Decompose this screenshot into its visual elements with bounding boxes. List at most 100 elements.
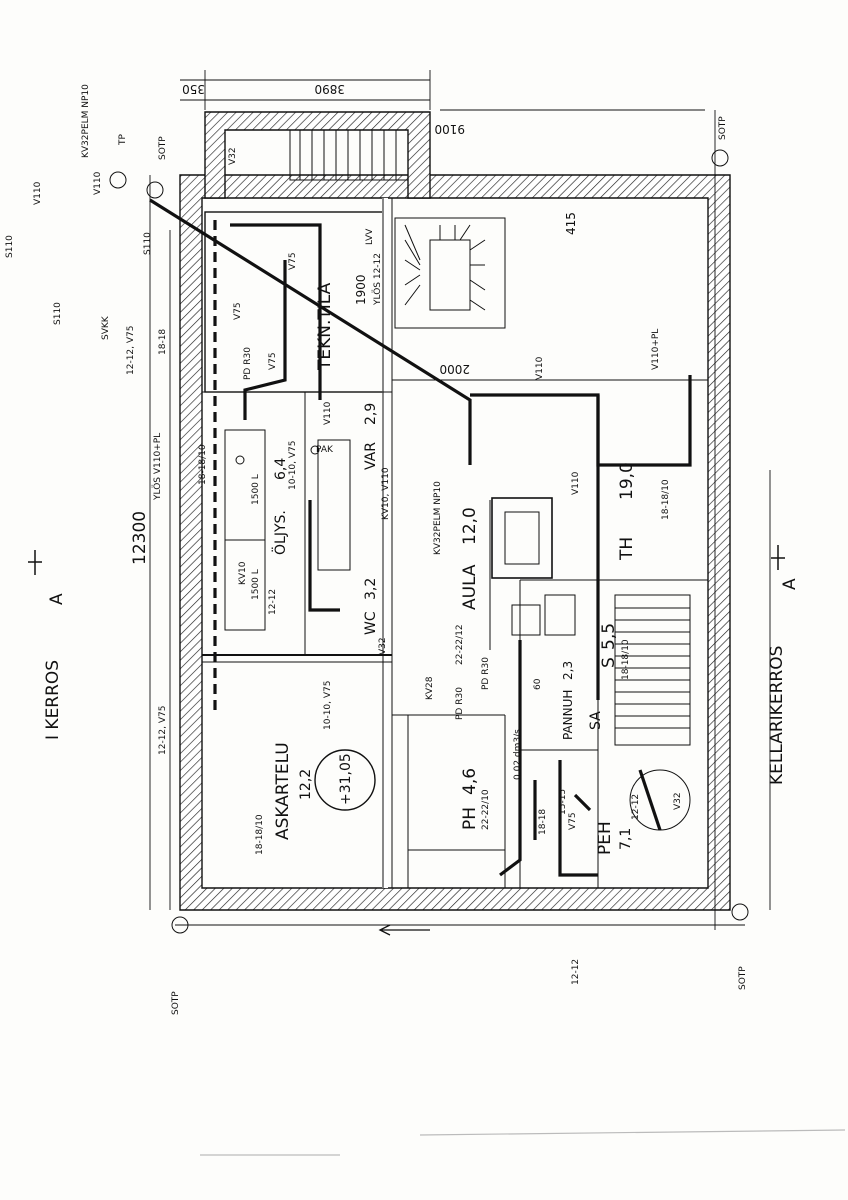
- basement-stair: [614, 594, 691, 746]
- code-v75-b: V75: [233, 302, 243, 320]
- code-v32-c: V32: [673, 792, 683, 810]
- code-sotp-tl: SOTP: [158, 136, 168, 160]
- code-2222-10: 22-22/10: [481, 789, 491, 830]
- code-tp: TP: [118, 134, 128, 146]
- code-v110-pl: V110+PL: [651, 329, 661, 370]
- room-oljys-area: 6,4: [273, 458, 289, 480]
- dim-top-b: 350: [182, 82, 205, 96]
- room-peh-name: PEH: [595, 821, 615, 855]
- room-s-name: S: [599, 657, 619, 668]
- symbols: [109, 149, 749, 934]
- code-1818-b: 18-18: [538, 809, 548, 835]
- room-pannuh-name: PANNUH: [561, 690, 575, 740]
- room-tekn-name: TEKN.TILA: [315, 282, 335, 371]
- room-oljys-name: ÖLJYS.: [271, 510, 289, 555]
- dim-415: 415: [564, 212, 578, 235]
- code-pd-r30-b: PD R30: [481, 657, 491, 690]
- dim-top-a: 3890: [314, 82, 345, 96]
- code-sotp-bl: SOTP: [171, 991, 181, 1015]
- room-aula-area: 12,0: [460, 507, 480, 545]
- tank-2-label: 1500 L: [251, 474, 261, 505]
- room-peh-area: 7,1: [618, 828, 634, 850]
- oil-tanks: [224, 429, 351, 631]
- entrance-block: [204, 111, 431, 199]
- code-kv32pelm-top: KV32PELM NP10: [81, 84, 91, 158]
- code-1212-a: 12-12: [268, 589, 278, 615]
- code-v110-d: V110: [571, 471, 581, 495]
- room-ph-name: PH: [460, 807, 480, 830]
- room-pannuh-area: 2,3: [561, 661, 575, 680]
- code-lvv: LVV: [365, 228, 375, 245]
- code-60: 60: [533, 678, 543, 690]
- room-wc-name: WC: [363, 611, 379, 635]
- code-1010-v75-oljys: 10-10, V75: [288, 441, 298, 490]
- code-1212-b: 12-12: [571, 959, 581, 985]
- fireplace: [491, 497, 576, 636]
- code-svkk: SVKK: [101, 315, 111, 340]
- room-ph-area: 4,6: [460, 768, 480, 795]
- room-aula-name: AULA: [460, 564, 480, 610]
- code-ylos-1212: YLÖS 12-12: [372, 253, 383, 306]
- code-v32-b: V32: [378, 637, 388, 655]
- code-v75-c: V75: [268, 352, 278, 370]
- code-v75-a: V75: [288, 252, 298, 270]
- section-marker-right: A: [780, 578, 800, 590]
- room-askartelu-area: 12,2: [298, 769, 314, 800]
- room-var-area: 2,9: [363, 403, 379, 425]
- code-1818-a: 18-18: [158, 329, 168, 355]
- code-pd-r30-c: PD R30: [455, 687, 465, 720]
- code-1818-10-a: 18-18/10: [255, 814, 265, 855]
- floor-label-left: I KERROS: [43, 660, 63, 740]
- room-var-name: VAR: [363, 442, 379, 470]
- code-2222-12: 22-22/12: [455, 624, 465, 665]
- code-kv32pelm-aula: KV32PELM NP10: [433, 481, 443, 555]
- code-pak: PAK: [316, 445, 334, 455]
- tank-1-label: 1500 L: [251, 569, 261, 600]
- code-1212-v75-a: 12-12, V75: [126, 326, 136, 375]
- room-th-area: 19,0: [617, 462, 637, 500]
- room-s-area: 5,5: [599, 623, 619, 650]
- code-kv28: KV28: [425, 676, 435, 700]
- code-v32-a: V32: [228, 147, 238, 165]
- room-askartelu-name: ASKARTELU: [273, 742, 293, 840]
- section-arrows: [28, 545, 785, 936]
- code-pd-r30-a: PD R30: [243, 347, 253, 380]
- code-s110-b: S110: [143, 232, 153, 255]
- code-1010-v75: 10-10, V75: [323, 681, 333, 730]
- code-kv10-v110: KV10, V110: [381, 467, 391, 520]
- code-v110-c: V110: [535, 356, 545, 380]
- code-flow: 0,02 dm3/s: [513, 729, 523, 780]
- stair: [394, 217, 506, 329]
- code-1818-10-d: 18-18/10: [621, 639, 631, 680]
- code-v75-d: V75: [568, 812, 578, 830]
- section-marker-left: A: [47, 593, 67, 605]
- code-1818-10-c: 18-18/10: [661, 479, 671, 520]
- code-v110-e: V110: [323, 401, 333, 425]
- dimension-lines: [149, 70, 771, 930]
- dim-1900: 1900: [354, 274, 368, 305]
- room-wc-area: 3,2: [363, 578, 379, 600]
- code-s110-a: S110: [53, 302, 63, 325]
- room-sa-name: SA: [588, 711, 604, 730]
- floor-label-right: KELLARIKERROS: [767, 646, 787, 785]
- code-1212-v75-b: 12-12, V75: [158, 706, 168, 755]
- room-th-name: TH: [617, 537, 637, 561]
- code-sotp-br: SOTP: [738, 966, 748, 990]
- dim-side-top: 9100: [434, 122, 465, 136]
- code-s110-c: S110: [5, 235, 15, 258]
- code-kv10: KV10: [238, 561, 248, 585]
- code-1515: 15-15: [558, 789, 568, 815]
- code-1818-10-b: 18-18/10: [198, 444, 208, 485]
- code-sotp-tr: SOTP: [718, 116, 728, 140]
- level-marker: +31,05: [338, 753, 354, 805]
- dim-stair: 2000: [439, 362, 470, 376]
- code-v110-b: V110: [93, 171, 103, 195]
- code-ylos-v110pl: YLÖS V110+PL: [152, 433, 163, 501]
- code-1212-c: 12-12: [631, 794, 641, 820]
- pipe-runs: [149, 198, 692, 877]
- dim-overall: 12300: [130, 511, 150, 565]
- exterior-walls: [179, 174, 731, 911]
- interior-walls: [202, 198, 708, 888]
- code-v110-a: V110: [33, 181, 43, 205]
